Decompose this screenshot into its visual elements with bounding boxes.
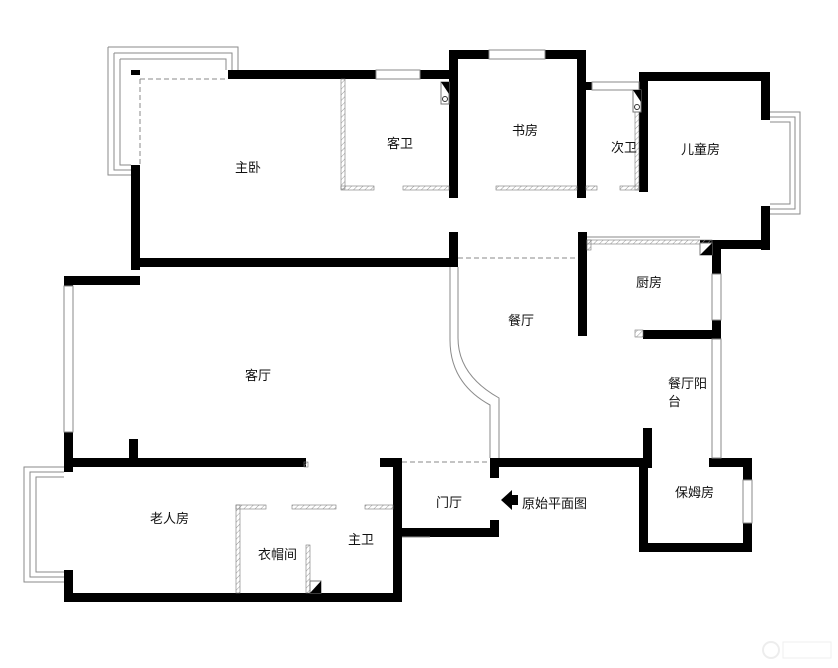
room-label-dining-balcony-line1: 餐厅阳 (668, 376, 707, 392)
internal-lines (139, 78, 700, 538)
room-label-kitchen: 厨房 (636, 275, 662, 291)
plan-title: 原始平面图 (522, 497, 587, 512)
room-label-cloakroom: 衣帽间 (258, 547, 297, 563)
room-label-living: 客厅 (245, 368, 271, 384)
room-label-guest-bath: 客卫 (387, 136, 413, 152)
shafts (309, 81, 713, 594)
windows (23, 46, 801, 583)
room-label-master-bath: 主卫 (348, 533, 374, 548)
entrance-arrow-icon (501, 490, 518, 510)
room-label-second-bath: 次卫 (611, 140, 637, 156)
room-label-nanny-room: 保姆房 (675, 485, 714, 501)
walls (64, 50, 770, 602)
room-label-elder-room: 老人房 (150, 511, 189, 527)
room-label-foyer: 门厅 (436, 496, 462, 511)
room-label-master-bedroom: 主卧 (235, 161, 261, 176)
logo-watermark-icon (762, 641, 832, 659)
room-labels: 主卧 客卫 书房 次卫 儿童房 厨房 餐厅 客厅 餐厅阳 台 保姆房 门厅 老人… (150, 123, 720, 563)
room-label-kids-room: 儿童房 (681, 142, 720, 158)
partitions (235, 78, 713, 594)
room-label-dining-balcony-line2: 台 (668, 395, 681, 410)
room-label-dining: 餐厅 (508, 313, 534, 329)
entrance-marker: 原始平面图 (501, 490, 587, 512)
room-label-study: 书房 (512, 123, 538, 139)
